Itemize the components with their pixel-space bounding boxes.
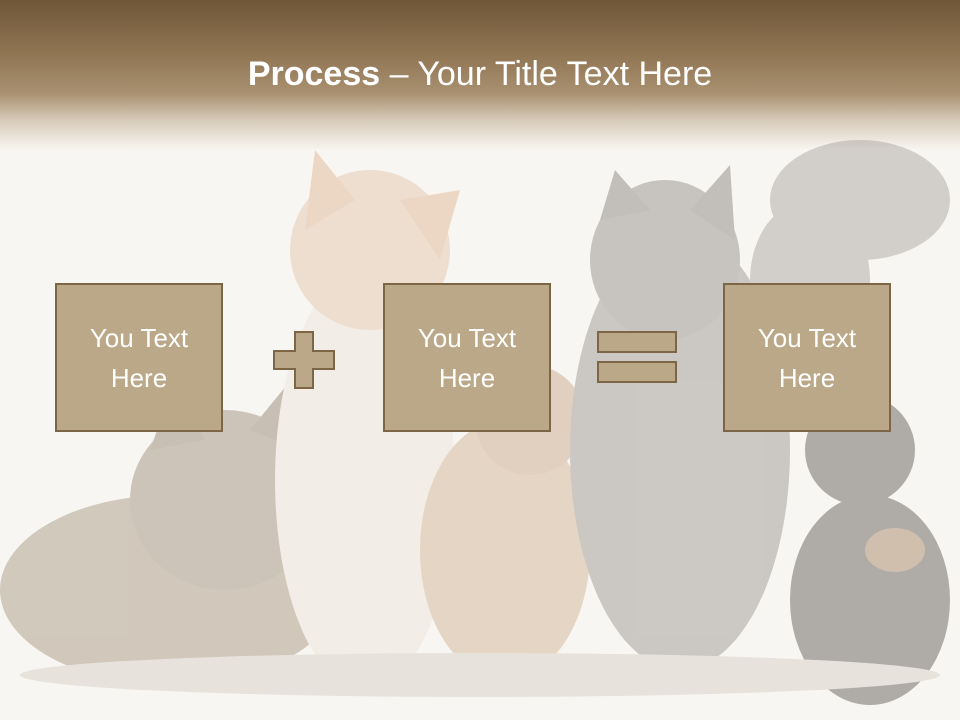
- title-rest-text: – Your Title Text Here: [380, 55, 713, 93]
- slide-title[interactable]: Process – Your Title Text Here: [0, 52, 960, 96]
- plus-icon: [273, 331, 335, 389]
- equals-icon: [597, 331, 677, 383]
- process-box-2-text: You Text Here: [417, 322, 517, 393]
- process-box-2[interactable]: You Text Here: [383, 283, 551, 432]
- process-box-1-text: You Text Here: [89, 322, 189, 393]
- process-box-3-text: You Text Here: [757, 322, 857, 393]
- title-bold-text: Process: [247, 55, 381, 93]
- title-bar: [0, 0, 960, 150]
- process-box-1[interactable]: You Text Here: [55, 283, 223, 432]
- process-box-3[interactable]: You Text Here: [723, 283, 891, 432]
